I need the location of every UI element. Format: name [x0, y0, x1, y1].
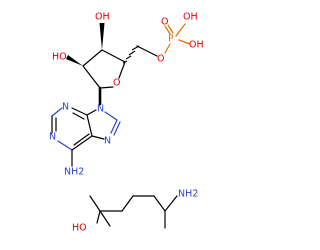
p-oh-top-label: OH — [183, 12, 198, 23]
n3-label: N — [62, 102, 69, 113]
aminoheptanol-molecule: NH2 HO — [72, 189, 198, 234]
bond-p-oh-top — [175, 23, 186, 37]
bond-c2-oh — [96, 210, 101, 224]
bond-c6-nh2 — [164, 195, 178, 212]
n9-label: N — [97, 104, 104, 115]
ho-left-label: HO — [52, 52, 67, 63]
bond-c6-c5-double — [73, 133, 90, 146]
p-double-o-label: O — [161, 17, 168, 28]
structure-canvas: OH HO O O P OH OH O N N N N NH2 NH2 HO — [49, 12, 204, 234]
bond-o-p — [164, 43, 171, 54]
oh-top-label: OH — [95, 12, 110, 23]
hash-c4-ch2 — [122, 45, 140, 64]
bond-c4-o-ring — [118, 61, 126, 79]
bond-c4-n9 — [86, 109, 97, 116]
bond-p-oh-bottom — [178, 39, 191, 45]
ring-o-label: O — [113, 78, 120, 89]
bond-n3-c2 — [51, 107, 63, 117]
wedge-c3-oh — [99, 23, 105, 50]
bond-c4-n3-double — [72, 112, 85, 120]
bond-p-o-double-b — [167, 24, 174, 34]
n7-label: N — [104, 136, 111, 147]
bond-n9-c8 — [104, 111, 118, 121]
p-oh-bottom-label: OH — [189, 40, 204, 51]
hydroxyl-label: HO — [72, 223, 87, 234]
bond-o-ring-c1 — [99, 86, 114, 89]
bond-c1-c2 — [82, 65, 101, 89]
bond-c2-methyl — [89, 195, 101, 212]
nh2-label: NH2 — [64, 167, 84, 178]
bond-c2-methyl2 — [99, 210, 111, 227]
bond-ch2-o — [136, 45, 158, 57]
bond-n1-c6 — [57, 140, 73, 151]
bond-c2-c3 — [82, 49, 103, 67]
bond-c5-c6 — [153, 195, 166, 212]
bond-p-o-double-a — [164, 25, 171, 35]
phosphorus-label: P — [168, 34, 174, 45]
bond-c8-n7 — [110, 119, 118, 134]
bond-c8-n7-double — [113, 121, 121, 136]
amp-molecule: OH HO O O P OH OH O N N N N NH2 — [49, 12, 204, 178]
link-o-label: O — [157, 54, 164, 65]
bond-c6-c5 — [71, 135, 93, 151]
bond-c5-c4 — [86, 114, 93, 137]
wedge-c2-oh — [66, 55, 83, 66]
n1-label: N — [49, 132, 56, 143]
bond-c3-c4 — [121, 195, 134, 212]
amine-label: NH2 — [178, 189, 198, 200]
bond-n7-c5 — [91, 135, 105, 140]
bond-c3-c4 — [101, 49, 126, 63]
bond-c4-n3 — [71, 107, 88, 116]
